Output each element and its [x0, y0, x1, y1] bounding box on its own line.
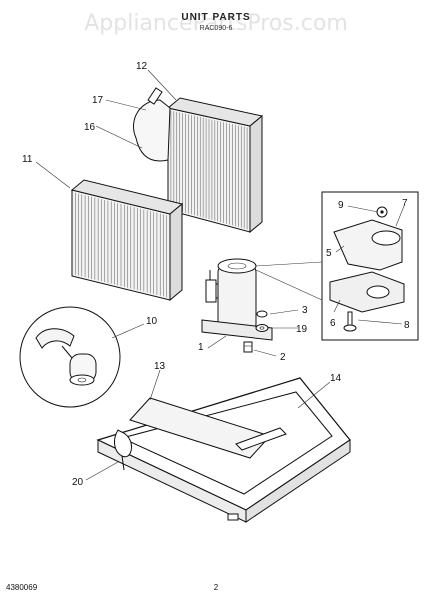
document-number: 4380069	[6, 583, 38, 592]
capacitor-detail-10	[19, 306, 121, 408]
callout-20: 20	[72, 477, 84, 488]
callout-3: 3	[302, 305, 308, 316]
leader-lines	[35, 69, 405, 481]
callout-7: 7	[402, 198, 408, 209]
condenser-coil-12	[166, 97, 264, 234]
callout-2: 2	[280, 352, 286, 363]
coil-tube-end-17	[147, 87, 163, 105]
grommet-3	[256, 310, 268, 318]
callout-9: 9	[338, 200, 344, 211]
callout-5: 5	[326, 248, 332, 259]
callout-6: 6	[330, 318, 336, 329]
evaporator-coil-11	[70, 179, 184, 302]
compressor-1	[201, 258, 273, 341]
washer-19	[255, 324, 269, 332]
callout-8: 8	[404, 320, 410, 331]
callout-1: 1	[198, 342, 204, 353]
callout-11: 11	[22, 154, 33, 165]
drain-tube-20	[114, 429, 133, 471]
callout-13: 13	[154, 361, 166, 372]
callout-14: 14	[330, 373, 342, 384]
callout-10: 10	[146, 316, 158, 327]
callout-16: 16	[84, 122, 96, 133]
base-plate-6	[329, 271, 405, 313]
callout-12: 12	[136, 61, 148, 72]
diagram-subtitle: RAC090-6	[200, 25, 233, 32]
valve-stem-8	[343, 311, 357, 332]
valve-cover-5	[333, 219, 403, 271]
watermark-text: AppliancePartsPros.com	[84, 11, 348, 36]
diagram-title: UNIT PARTS	[181, 12, 250, 23]
detail-box-parts-5-9	[255, 191, 419, 341]
base-gasket-13	[129, 397, 287, 459]
page-number: 2	[214, 583, 219, 592]
callout-19: 19	[296, 324, 308, 335]
callout-17: 17	[92, 95, 104, 106]
coil-shroud-16	[133, 99, 171, 162]
cap-nut-9	[376, 206, 388, 218]
mounting-nut-2	[243, 341, 253, 353]
